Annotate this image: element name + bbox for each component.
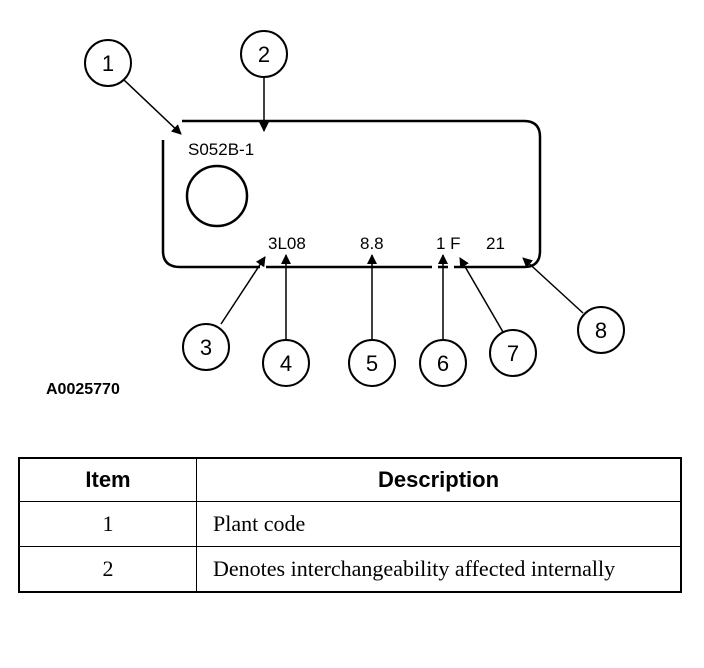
tag-hole bbox=[185, 164, 249, 228]
callout-number-5: 5 bbox=[366, 351, 378, 376]
table-cell-description: Plant code bbox=[196, 501, 682, 547]
callout-circle-2 bbox=[240, 30, 288, 78]
callout-circle-4 bbox=[262, 339, 310, 387]
table-row: 2 Denotes interchangeability affected in… bbox=[18, 546, 682, 593]
description-table: Item Description 1 Plant code 2 Denotes … bbox=[18, 457, 682, 593]
callout-number-3: 3 bbox=[200, 335, 212, 360]
table-cell-item: 1 bbox=[18, 501, 197, 547]
table-cell-description: Denotes interchangeability affected inte… bbox=[196, 546, 682, 593]
callout-circle-8 bbox=[577, 306, 625, 354]
callout-number-2: 2 bbox=[258, 42, 270, 67]
header-item: Item bbox=[18, 457, 197, 502]
callout-number-4: 4 bbox=[280, 351, 292, 376]
callout-circle-3 bbox=[182, 323, 230, 371]
callout-circle-7 bbox=[489, 329, 537, 377]
tag-code-c: 1 F bbox=[436, 234, 461, 253]
callout-circle-1 bbox=[84, 39, 132, 87]
callout-circle-6 bbox=[419, 339, 467, 387]
callout-number-7: 7 bbox=[507, 341, 519, 366]
leader-7 bbox=[459, 257, 504, 333]
leader-8 bbox=[522, 257, 584, 314]
figure-id: A0025770 bbox=[46, 381, 120, 398]
tag-code-d: 21 bbox=[486, 234, 505, 253]
tag-code-top: S052B-1 bbox=[188, 140, 254, 159]
table-header-row: Item Description bbox=[18, 457, 682, 502]
leader-3 bbox=[220, 256, 266, 325]
table-row: 1 Plant code bbox=[18, 501, 682, 547]
callout-number-6: 6 bbox=[437, 351, 449, 376]
tag-outline bbox=[161, 119, 542, 269]
tag-code-a: 3L08 bbox=[268, 234, 306, 253]
identification-tag-diagram: S052B-1 3L08 8.8 1 F 21 1 2 3 4 5 6 7 8 … bbox=[46, 30, 625, 398]
leader-1 bbox=[123, 79, 182, 135]
header-description: Description bbox=[196, 457, 682, 502]
tag-code-b: 8.8 bbox=[360, 234, 384, 253]
callout-number-8: 8 bbox=[595, 318, 607, 343]
callout-number-1: 1 bbox=[102, 51, 114, 76]
table-cell-item: 2 bbox=[18, 546, 197, 593]
callout-circle-5 bbox=[348, 339, 396, 387]
